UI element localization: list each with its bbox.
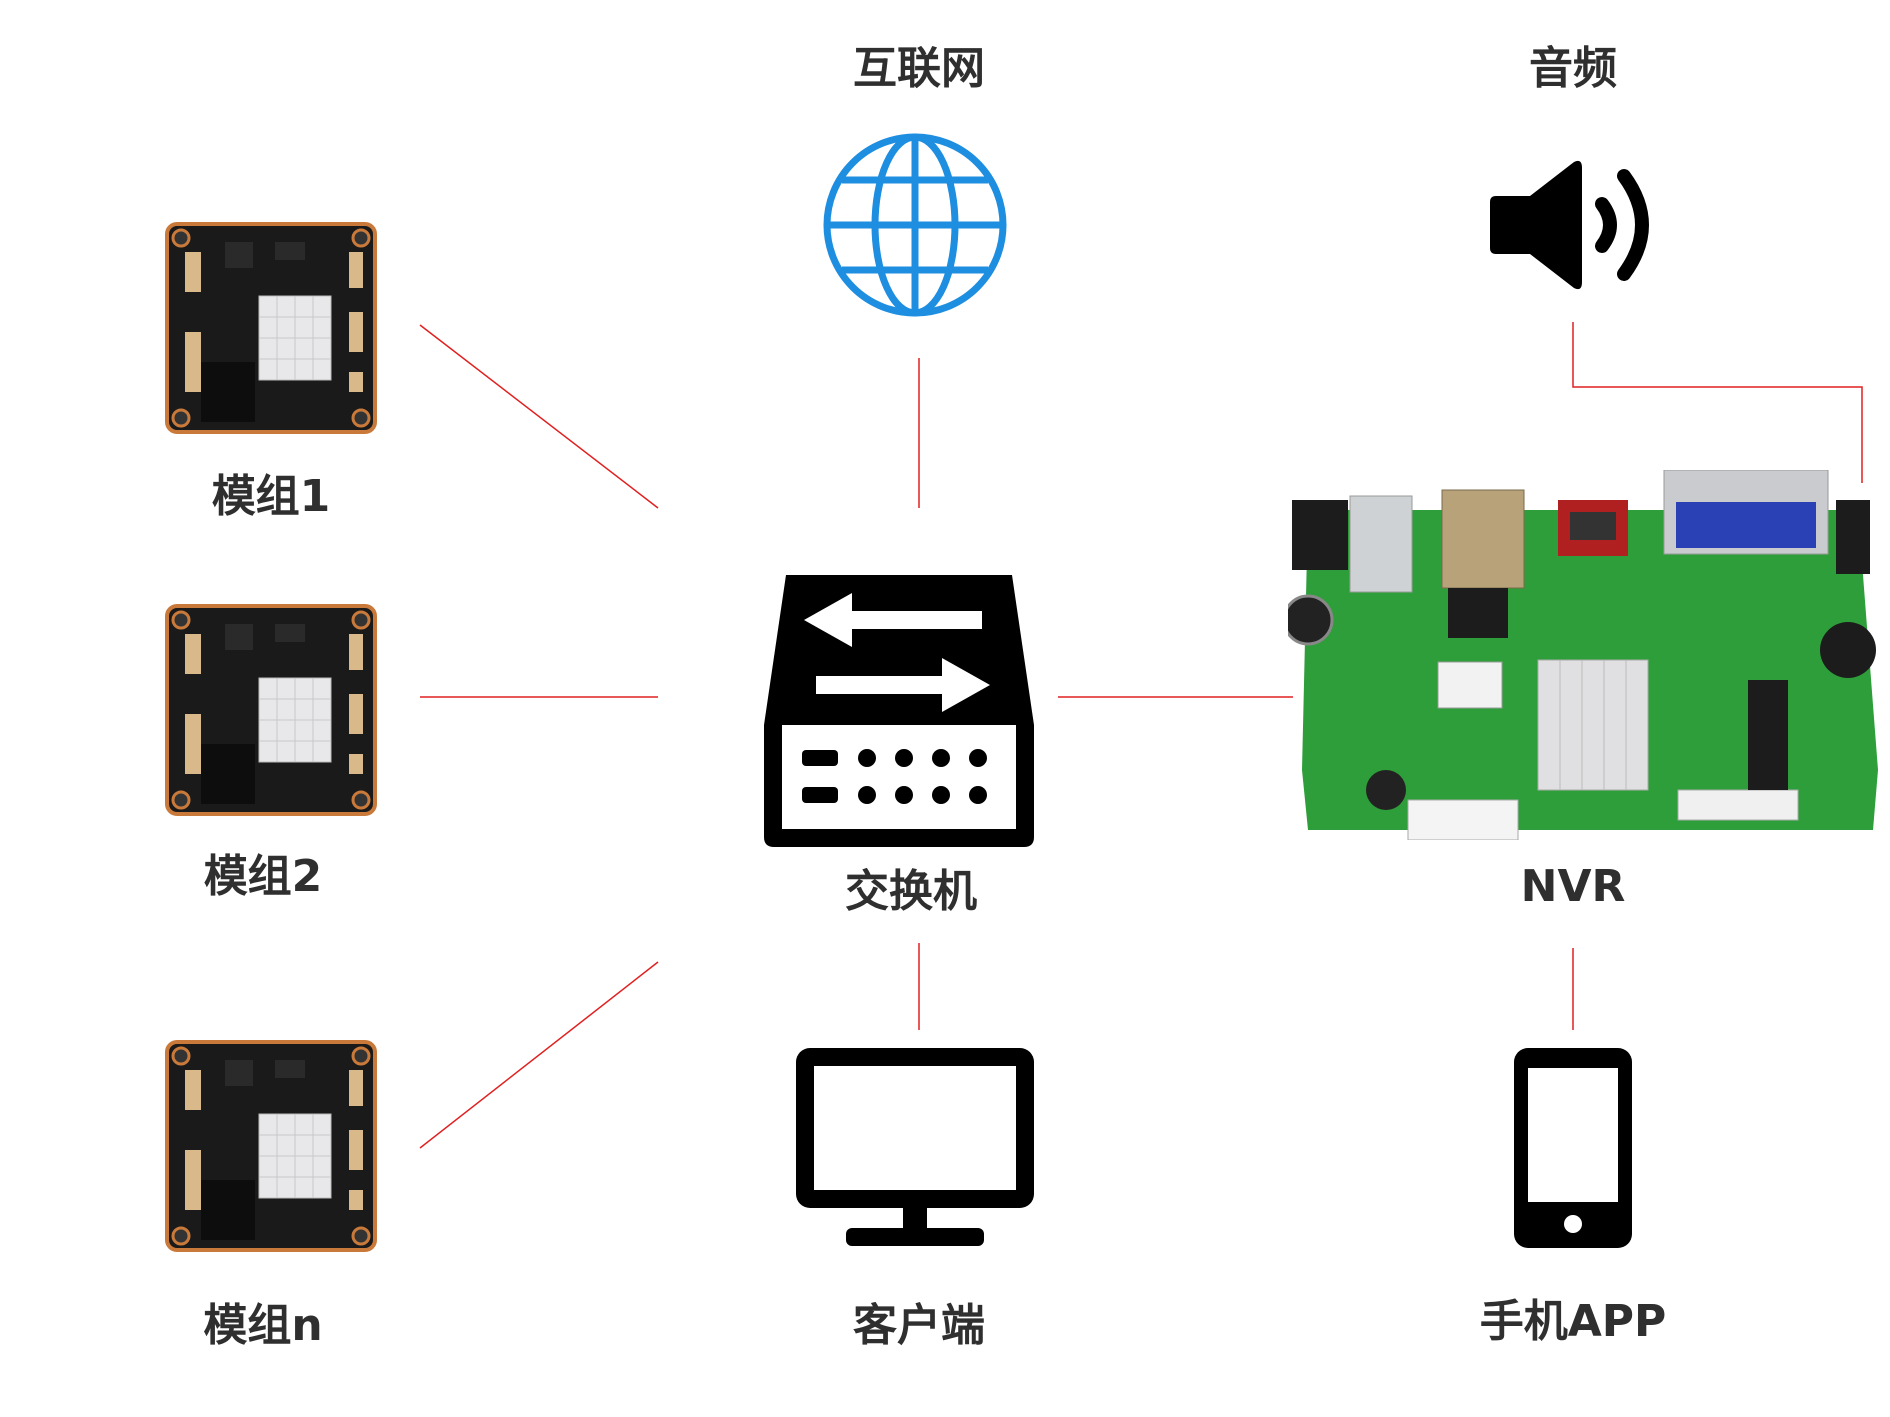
client-label: 客户端 (853, 1300, 985, 1351)
internet-label: 互联网 (853, 43, 985, 94)
connector-module1-switch (419, 324, 659, 509)
module-n-board (165, 1040, 377, 1252)
module2-label: 模组2 (203, 851, 323, 902)
module-n-label: 模组n (203, 1300, 323, 1351)
connector-audio-nvr (1572, 322, 1863, 483)
smartphone-icon (1514, 1048, 1632, 1248)
monitor-icon (796, 1048, 1034, 1246)
module1-board (165, 222, 377, 434)
mobile-app-label: 手机APP (1479, 1296, 1667, 1347)
globe-icon (823, 133, 1007, 317)
module1-label: 模组1 (211, 471, 331, 522)
network-switch-icon (764, 575, 1034, 847)
nvr-label: NVR (1520, 861, 1626, 912)
module2-board (165, 604, 377, 816)
audio-label: 音频 (1529, 43, 1617, 94)
switch-label: 交换机 (845, 866, 977, 917)
nvr-board (1288, 470, 1878, 840)
speaker-icon (1490, 160, 1649, 290)
connector-modulen-switch (419, 961, 659, 1149)
